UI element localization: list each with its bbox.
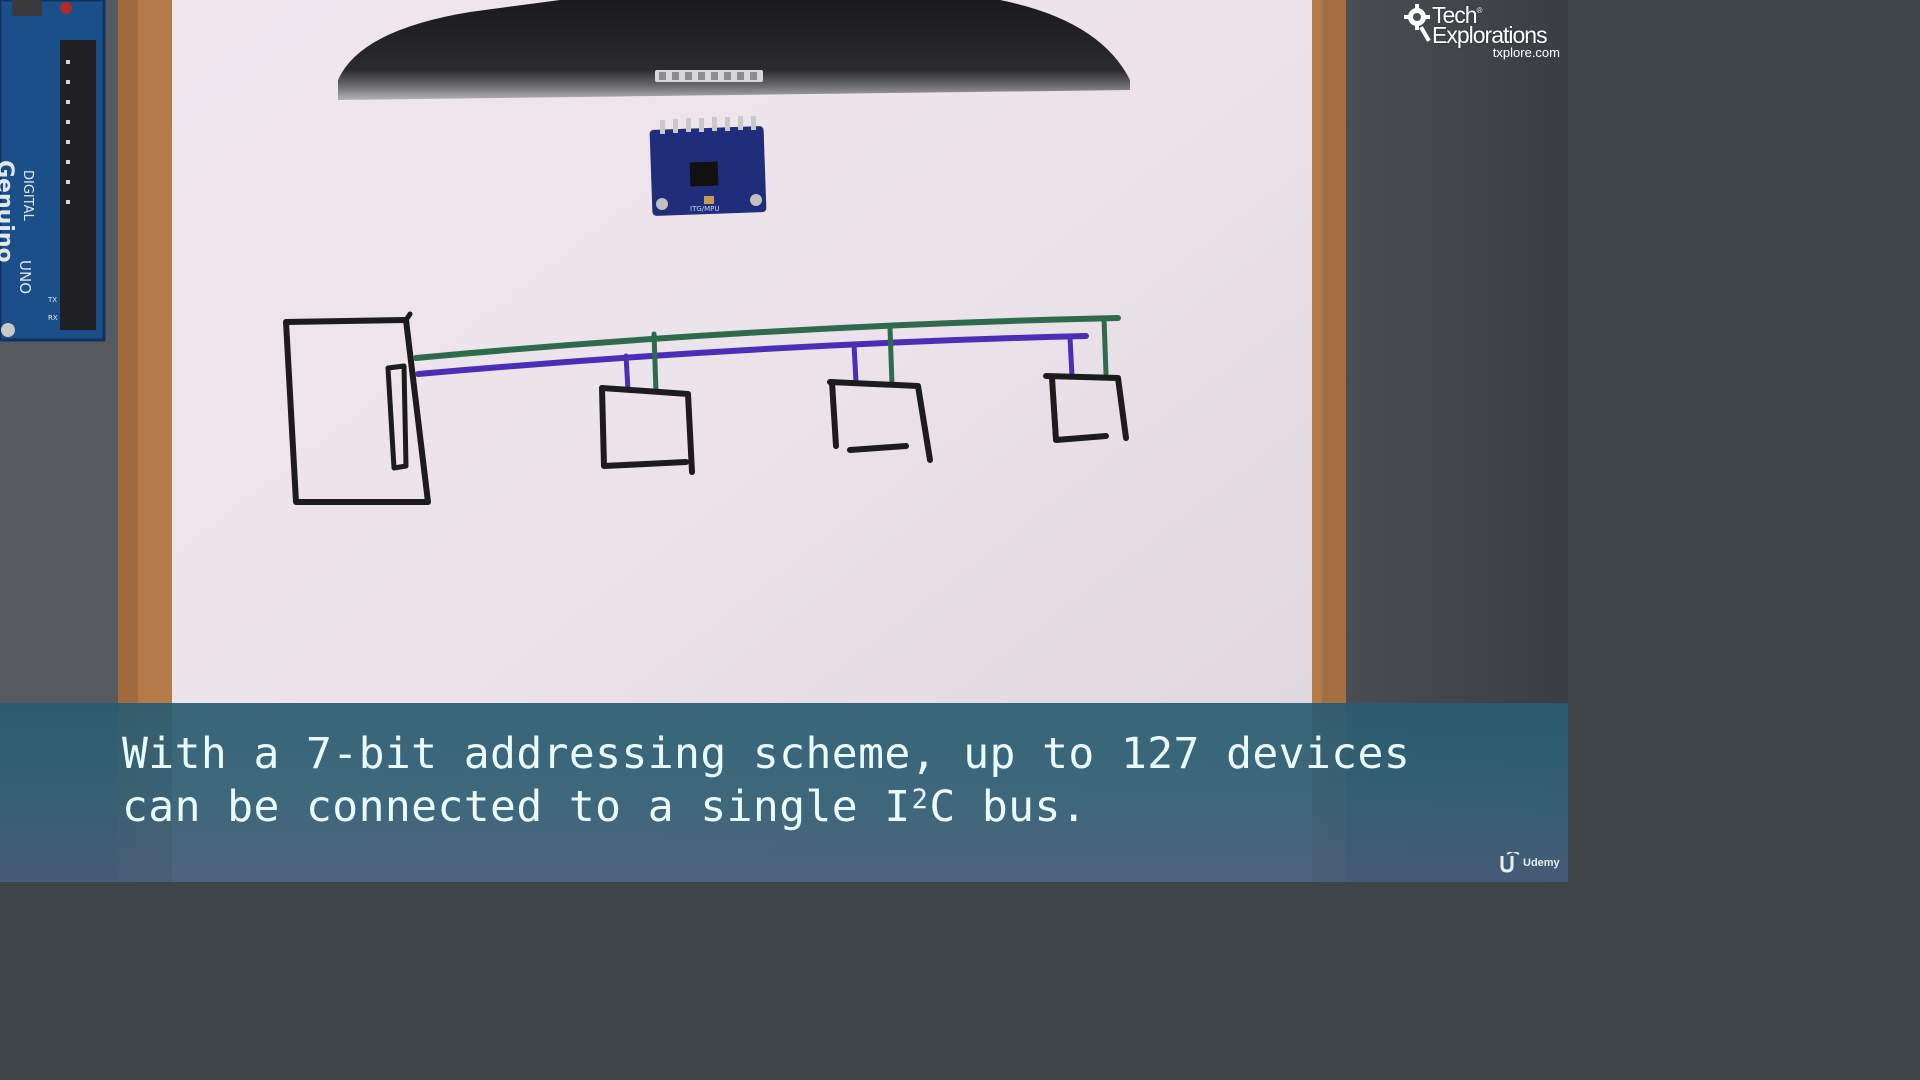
logo-name-line2: Explorations [1432, 22, 1548, 48]
arduino-board: DIGITAL UNO Genuino TX RX [0, 0, 106, 342]
registered-mark: ® [1476, 6, 1483, 15]
logo-url: txplore.com [1492, 45, 1560, 60]
sensor-label: ITG/MPU [690, 205, 720, 213]
controller-header [385, 363, 409, 471]
udemy-logo-icon [1500, 852, 1520, 873]
caption-superscript: 2 [911, 784, 929, 815]
gear-icon [1404, 4, 1431, 42]
udemy-label: Udemy [1523, 857, 1560, 869]
caption-line-1: With a 7-bit addressing scheme, up to 12… [122, 729, 1411, 779]
caption-bar [0, 703, 1568, 882]
device-box-2 [827, 379, 933, 463]
tech-explorations-logo: Tech® Explorations txplore.com [1400, 2, 1566, 64]
udemy-watermark: Udemy [1498, 852, 1566, 874]
device-box-3 [1043, 373, 1129, 441]
caption-line-2: can be connected to a single I2C bus. [122, 782, 1088, 832]
board-label-tx: TX [47, 296, 57, 304]
controller-box [283, 317, 431, 505]
board-label-rx: RX [48, 314, 58, 322]
device-box-1 [599, 385, 695, 475]
bus-line-green [413, 315, 1121, 361]
metal-clip [338, 0, 1130, 100]
caption-text: With a 7-bit addressing scheme, up to 12… [122, 728, 1542, 834]
i2c-sketch [283, 311, 1129, 505]
logo-name-line1: Tech® [1432, 2, 1483, 28]
board-label-brand: Genuino [0, 160, 17, 263]
sensor-module: ITG/MPU [649, 116, 767, 216]
board-label-uno: UNO [16, 260, 34, 294]
board-label-digital: DIGITAL [20, 170, 35, 222]
bus-line-purple [415, 333, 1089, 377]
